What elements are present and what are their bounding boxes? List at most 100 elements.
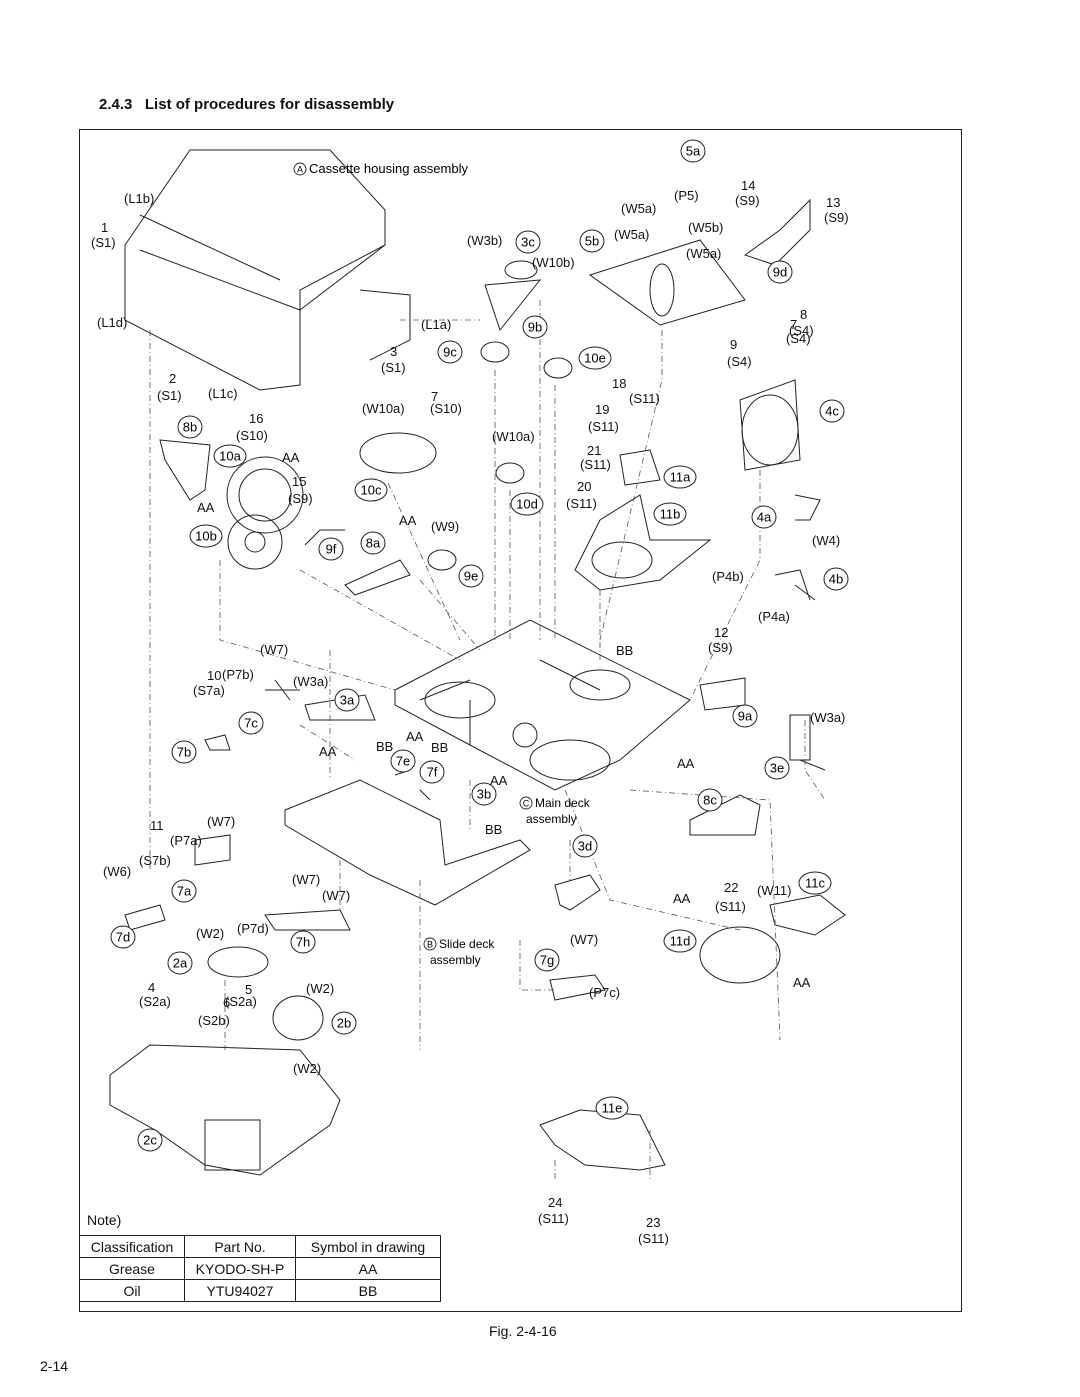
legend-row: Oil YTU94027 BB [79, 1279, 441, 1302]
gear-10a [226, 456, 304, 534]
step-label-3a: 3a [334, 688, 360, 712]
part-label: (S7a) [193, 683, 225, 698]
step-label-2a: 2a [167, 951, 193, 975]
legend-cell: Oil [79, 1279, 185, 1302]
step-label-text: 3c [521, 235, 535, 250]
step-label-text: 4b [829, 572, 843, 587]
step-label-4c: 4c [819, 399, 845, 423]
part-label: (S11) [715, 899, 746, 914]
step-label-text: 9d [773, 265, 787, 280]
part-label: (P7c) [589, 985, 620, 1000]
part-label: 14 [741, 178, 755, 193]
step-label-text: 5a [686, 144, 701, 159]
part-label: BB [431, 740, 448, 755]
part-label: 15 [292, 474, 306, 489]
step-label-8b: 8b [177, 415, 203, 439]
step-label-7d: 7d [110, 925, 136, 949]
part-label: (S2b) [198, 1013, 230, 1028]
step-label-text: 8b [183, 420, 197, 435]
cassette-housing-drawing [124, 149, 386, 391]
legend-cell: KYODO-SH-P [184, 1257, 296, 1280]
plate-7g [549, 974, 606, 1001]
legend-cell: Grease [79, 1257, 185, 1280]
step-label-9b: 9b [522, 315, 548, 339]
step-label-2c: 2c [137, 1128, 163, 1152]
step-label-10b: 10b [189, 524, 223, 548]
part-label: 11 [150, 818, 164, 833]
part-label: (W5a) [621, 201, 656, 216]
step-label-text: 7h [296, 935, 310, 950]
step-label-11e: 11e [595, 1096, 629, 1120]
step-label-text: 4c [825, 404, 839, 419]
step-label-4a: 4a [751, 505, 777, 529]
part-label: (L1a) [421, 317, 451, 332]
arm-7c [265, 679, 300, 701]
step-label-text: 7g [540, 953, 554, 968]
part-label: (S9) [824, 210, 849, 225]
step-label-5b: 5b [579, 229, 605, 253]
section-title: 2.4.3 List of procedures for disassembly [99, 96, 395, 113]
part-label: (W2) [293, 1061, 321, 1076]
part-label: (W7) [322, 888, 350, 903]
part-label: (W11) [757, 883, 791, 898]
step-label-text: 7f [427, 765, 438, 780]
slide-deck-drawing [284, 779, 531, 906]
part-label: 12 [714, 625, 728, 640]
part-label: 24 [548, 1195, 562, 1210]
step-label-7g: 7g [534, 948, 560, 972]
svg-text:B: B [427, 940, 433, 950]
step-label-text: 9e [464, 569, 478, 584]
diagram-frame [79, 129, 962, 1312]
part-label: 23 [646, 1215, 660, 1230]
part-label: 16 [249, 411, 263, 426]
step-label-text: 8c [703, 793, 717, 808]
part-label: (W7) [260, 642, 288, 657]
bracket-11e [539, 1109, 666, 1171]
step-label-text: 2c [143, 1133, 157, 1148]
part-label: 13 [826, 195, 840, 210]
part-label: 7 [431, 389, 438, 404]
part-label: (S11) [588, 419, 619, 434]
step-label-text: 7a [177, 884, 192, 899]
part-7a [124, 904, 166, 931]
part-label: BB [376, 739, 393, 754]
step-label-text: 9c [443, 345, 457, 360]
gear-11d [699, 926, 781, 984]
step-label-text: 9a [738, 709, 753, 724]
step-label-7e: 7e [390, 749, 416, 773]
step-label-9c: 9c [437, 340, 463, 364]
step-label-9e: 9e [458, 564, 484, 588]
step-label-text: 11d [670, 934, 691, 949]
step-label-11c: 11c [798, 871, 832, 895]
part-label: (W2) [196, 926, 224, 941]
page-number: 2-14 [40, 1358, 69, 1374]
step-label-9f: 9f [318, 537, 344, 561]
part-label: (S11) [638, 1231, 669, 1246]
arm-4b [774, 569, 816, 601]
note-label: Note) [87, 1212, 122, 1228]
step-label-text: 2a [173, 956, 188, 971]
part-label: 1 [101, 220, 108, 235]
part-label: (S2a) [225, 994, 257, 1009]
step-label-text: 7b [177, 745, 191, 760]
assembly-label-text: Cassette housing assembly [309, 161, 468, 176]
arm-4a [794, 494, 821, 521]
part-label: 6 [223, 995, 230, 1010]
step-label-text: 11c [805, 876, 825, 891]
plate-7h [264, 909, 351, 931]
gear-9e [427, 549, 457, 571]
step-label-3d: 3d [572, 834, 598, 858]
part-label: 10 [207, 668, 221, 683]
bracket-11a [619, 449, 661, 486]
part-label: AA [406, 729, 424, 744]
step-label-text: 7d [116, 930, 130, 945]
part-label: (W9) [431, 519, 459, 534]
step-label-7c: 7c [238, 711, 264, 735]
legend-header-row: Classification Part No. Symbol in drawin… [79, 1235, 441, 1258]
step-label-8a: 8a [360, 531, 386, 555]
part-label: (S11) [538, 1211, 569, 1226]
motor-3e [789, 714, 826, 771]
step-label-5a: 5a [680, 139, 706, 163]
